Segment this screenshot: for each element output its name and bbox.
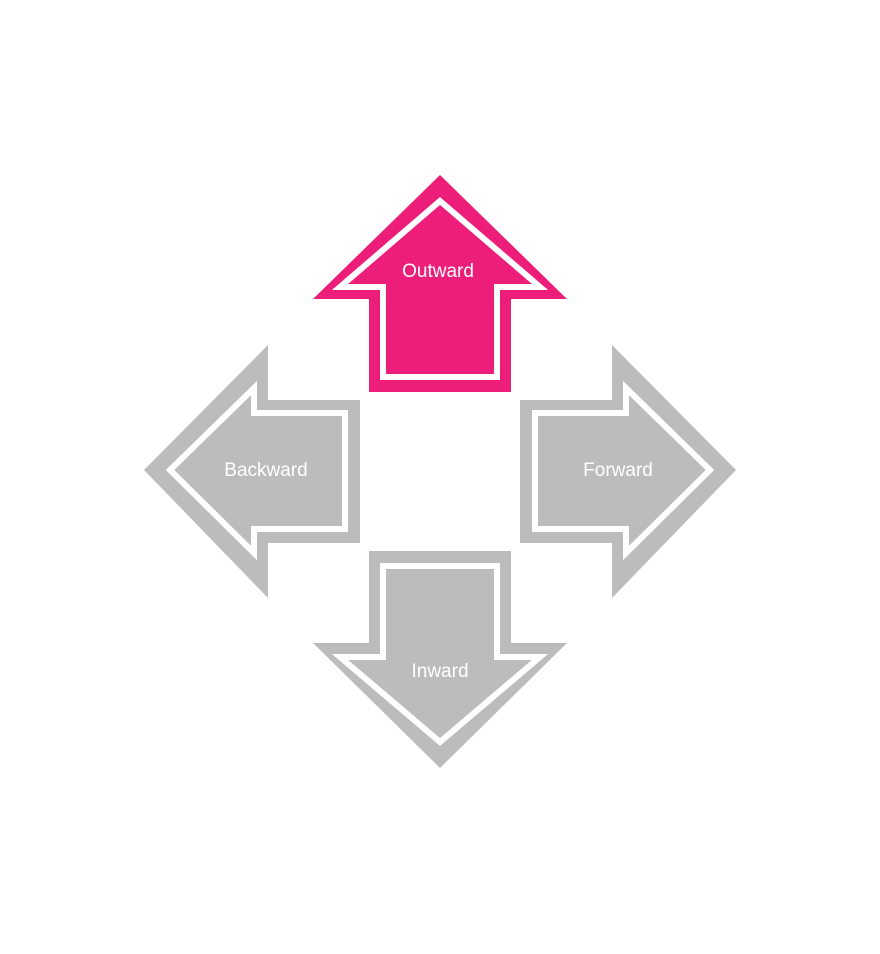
outward-arrow-body [313, 175, 567, 392]
forward-arrow-outline [532, 380, 715, 561]
backward-arrow-body [144, 345, 360, 598]
backward-arrow: Backward [144, 345, 360, 598]
outward-arrow: Outward [313, 175, 567, 392]
outward-label: Outward [402, 261, 474, 282]
forward-arrow-body [520, 345, 736, 598]
outward-arrow-outline [331, 197, 549, 380]
inward-arrow: Inward [313, 551, 567, 768]
backward-arrow-outline [165, 380, 348, 561]
inward-arrow-body [313, 551, 567, 768]
backward-label: Backward [224, 460, 307, 481]
inward-arrow-outline [331, 563, 549, 746]
forward-label: Forward [583, 460, 653, 481]
forward-arrow: Forward [520, 345, 736, 598]
inward-label: Inward [411, 661, 468, 682]
